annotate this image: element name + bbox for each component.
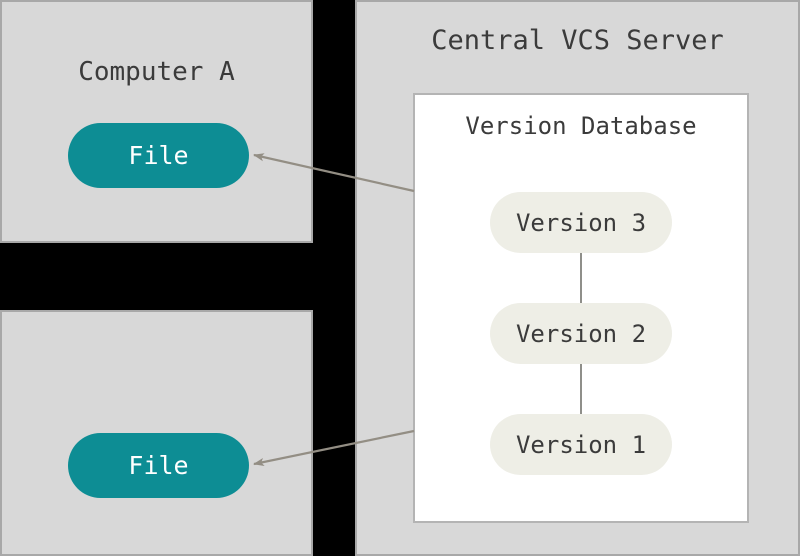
version-node-1[interactable]: Version 1 — [490, 414, 672, 475]
file-node-computer-b[interactable]: File — [68, 433, 249, 498]
file-node-computer-a[interactable]: File — [68, 123, 249, 188]
version-node-3[interactable]: Version 3 — [490, 192, 672, 253]
panel-computer-a-title: Computer A — [78, 57, 235, 87]
panel-computer-a: Computer A — [0, 0, 313, 243]
connector-version-3-to-2 — [580, 253, 582, 303]
connector-version-2-to-1 — [580, 364, 582, 414]
panel-central-vcs-server-title: Central VCS Server — [431, 25, 724, 56]
version-node-2[interactable]: Version 2 — [490, 303, 672, 364]
version-database-title: Version Database — [465, 112, 697, 140]
